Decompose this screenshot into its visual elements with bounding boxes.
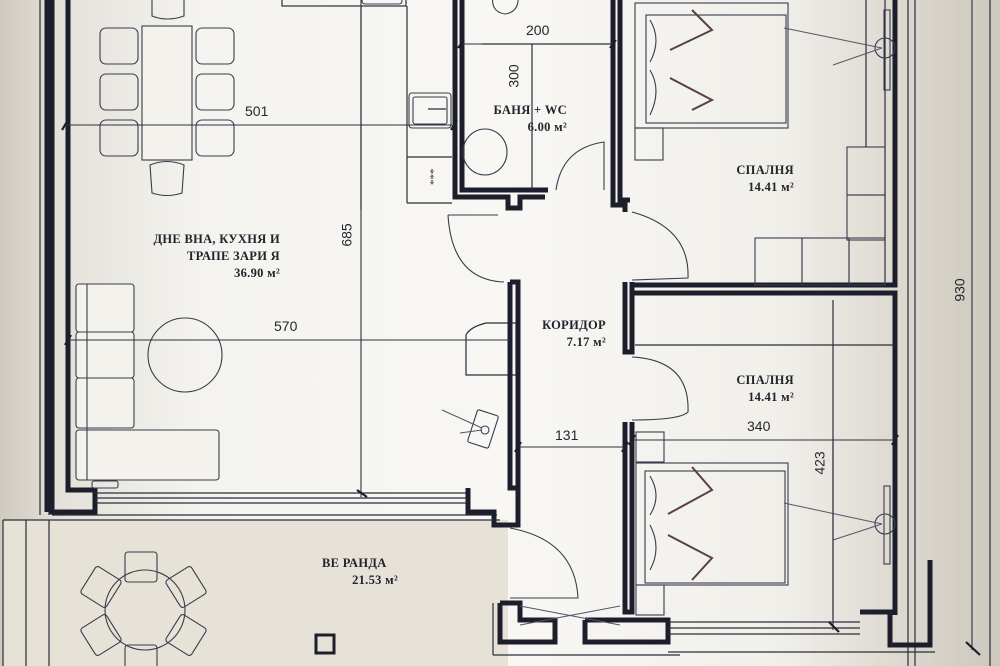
dining-table xyxy=(99,0,235,197)
room-name: ВЕ РАНДА xyxy=(322,556,387,570)
living-tv xyxy=(441,322,517,449)
left-outer-lines xyxy=(39,0,50,515)
bathroom-walls xyxy=(452,0,630,212)
dimension-lines xyxy=(61,0,981,656)
veranda-table xyxy=(80,551,207,666)
room-label-corridor: КОРИДОР 7.17 м² xyxy=(530,317,606,351)
dimension-label: 570 xyxy=(274,318,298,334)
dimension-label: 340 xyxy=(747,418,771,434)
entrance-door-swing xyxy=(509,527,579,599)
double-bed-bedroom2 xyxy=(635,462,789,586)
cooktop-icon: *** xyxy=(428,169,440,186)
veranda-outline xyxy=(2,519,500,666)
room-label-living: ДНЕ ВНА, КУХНЯ И ТРАПЕ ЗАРИ Я 36.90 м² xyxy=(134,231,280,282)
dimension-label: 930 xyxy=(951,278,968,302)
room-label-veranda: ВЕ РАНДА 21.53 м² xyxy=(322,555,398,589)
double-bed-bedroom1 xyxy=(634,2,789,161)
tv-wall-bedroom2 xyxy=(783,485,896,565)
tv-wall-bedroom1 xyxy=(783,9,896,91)
bedroom1-walls xyxy=(632,0,991,666)
room-name: СПАЛНЯ xyxy=(736,373,794,387)
room-label-bedroom1: СПАЛНЯ 14.41 м² xyxy=(722,162,794,196)
bedroom2-door-swing xyxy=(631,356,689,421)
bedroom1-door-swing xyxy=(631,211,689,281)
room-name: БАНЯ + WC xyxy=(493,103,567,117)
dimension-label: 131 xyxy=(555,427,579,443)
dimension-label: 300 xyxy=(505,64,522,88)
room-name: СПАЛНЯ xyxy=(736,163,794,177)
room-area: 21.53 м² xyxy=(352,573,398,587)
room-area: 14.41 м² xyxy=(748,390,794,404)
room-label-bathroom: БАНЯ + WC 6.00 м² xyxy=(485,102,567,136)
room-area: 6.00 м² xyxy=(527,120,567,134)
dimension-label: 200 xyxy=(526,22,550,38)
room-name: ДНЕ ВНА, КУХНЯ И xyxy=(153,232,280,246)
veranda-column xyxy=(314,633,336,655)
dimension-label: 501 xyxy=(245,103,269,119)
corridor-walls xyxy=(447,211,689,656)
room-area: 7.17 м² xyxy=(566,335,606,349)
bathroom-washbasin xyxy=(462,128,508,176)
kitchen-sink xyxy=(408,92,452,129)
room-name: КОРИДОР xyxy=(542,318,606,332)
bathroom-door-swing xyxy=(555,141,605,191)
room-name: ТРАПЕ ЗАРИ Я xyxy=(186,249,280,263)
room-label-bedroom2: СПАЛНЯ 14.41 м² xyxy=(722,372,794,406)
room-area: 36.90 м² xyxy=(234,266,280,280)
dimension-label: 423 xyxy=(811,451,828,475)
dimension-label: 685 xyxy=(338,223,355,247)
living-room-walls xyxy=(49,0,521,528)
dining-chair xyxy=(99,0,235,197)
sofa xyxy=(75,283,220,489)
kitchen-counter: *** xyxy=(281,0,452,210)
room-area: 14.41 м² xyxy=(748,180,794,194)
coffee-table xyxy=(147,317,223,393)
veranda-floor xyxy=(3,520,508,666)
living-door-swing xyxy=(447,214,505,283)
